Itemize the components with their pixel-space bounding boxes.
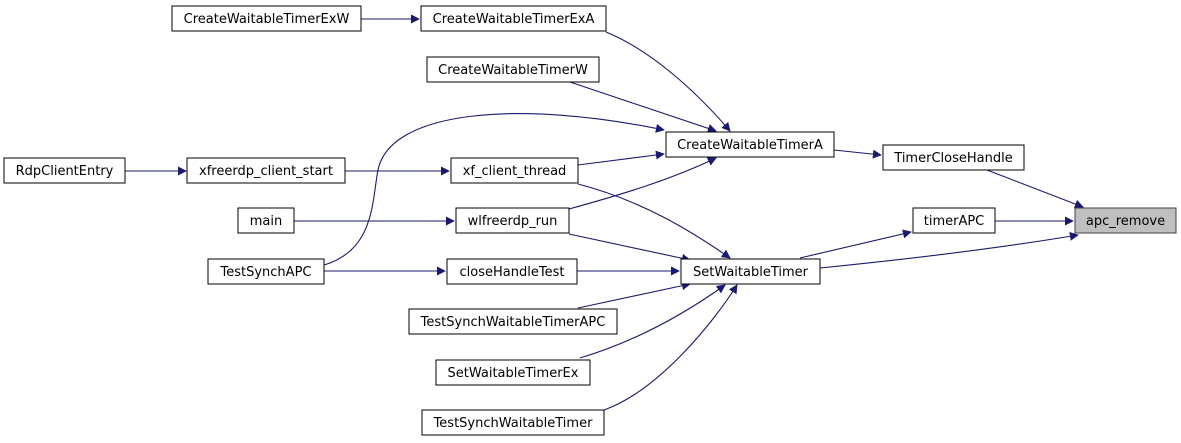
edge-wlfreerdp-run-to-createwaitabletimera (568, 157, 717, 210)
edge-xf-client-thread-to-createwaitabletimera (577, 150, 665, 166)
node-createwaitabletimerexa[interactable]: CreateWaitableTimerExA (420, 5, 607, 32)
node-timerclosehandle[interactable]: TimerCloseHandle (882, 144, 1025, 171)
edge-xf-client-thread-to-setwaitabletimer (577, 183, 731, 259)
node-label: TestSynchAPC (220, 265, 312, 280)
node-createwaitabletimera[interactable]: CreateWaitableTimerA (665, 131, 835, 158)
edge-timerclosehandle-to-apc-remove (986, 169, 1084, 209)
edge-testsynchwaitabletimerapc-to-setwaitabletimer (577, 281, 691, 309)
edge-wlfreerdp-run-to-setwaitabletimer (568, 233, 691, 263)
node-label: CreateWaitableTimerW (438, 63, 588, 78)
node-xf-client-thread[interactable]: xf_client_thread (450, 157, 579, 184)
node-timerapc[interactable]: timerAPC (912, 207, 996, 234)
node-label: TestSynchWaitableTimer (433, 416, 594, 431)
node-label: CreateWaitableTimerExA (433, 12, 595, 27)
edge-setwaitabletimerex-to-setwaitabletimer (579, 284, 726, 359)
node-label: main (250, 214, 282, 229)
node-apc-remove[interactable]: apc_remove (1074, 207, 1177, 234)
node-label: xfreerdp_client_start (199, 164, 333, 179)
node-label: SetWaitableTimer (693, 265, 809, 280)
node-label: TimerCloseHandle (893, 151, 1012, 166)
node-setwaitabletimer[interactable]: SetWaitableTimer (680, 258, 821, 285)
node-label: RdpClientEntry (16, 164, 114, 179)
edge-createwaitabletimerw-to-createwaitabletimera (569, 81, 717, 133)
node-xfreerdp-client-start[interactable]: xfreerdp_client_start (186, 157, 346, 184)
node-testsynchwaitabletimerapc[interactable]: TestSynchWaitableTimerAPC (408, 308, 618, 335)
node-createwaitabletimerexw[interactable]: CreateWaitableTimerExW (171, 5, 362, 32)
node-rdpcliententry[interactable]: RdpClientEntry (3, 157, 126, 184)
node-wlfreerdp-run[interactable]: wlfreerdp_run (455, 207, 570, 234)
edge-createwaitabletimera-to-timerclosehandle (833, 149, 882, 159)
edges (125, 14, 1084, 411)
node-label: CreateWaitableTimerExW (184, 12, 350, 27)
node-closehandletest[interactable]: closeHandleTest (446, 258, 578, 285)
node-label: closeHandleTest (460, 265, 565, 280)
node-label: apc_remove (1086, 214, 1165, 229)
node-label: CreateWaitableTimerA (677, 138, 823, 153)
node-testsynchwaitabletimer[interactable]: TestSynchWaitableTimer (421, 409, 605, 436)
node-setwaitabletimerex[interactable]: SetWaitableTimerEx (435, 359, 591, 386)
nodes: RdpClientEntry xfreerdp_client_start xf_… (3, 5, 1177, 436)
node-label: SetWaitableTimerEx (448, 366, 579, 381)
edge-testsynchwaitabletimer-to-setwaitabletimer (603, 284, 738, 411)
edge-setwaitabletimer-to-timerapc (799, 229, 912, 259)
node-label: xf_client_thread (463, 164, 567, 179)
node-main[interactable]: main (237, 207, 295, 234)
edge-testsynchapc-to-createwaitabletimera (323, 113, 665, 266)
node-createwaitabletimerw[interactable]: CreateWaitableTimerW (426, 56, 600, 83)
edge-createwaitabletimerexa-to-createwaitabletimera (605, 31, 731, 132)
edge-setwaitabletimer-to-apc-remove (819, 231, 1079, 269)
node-label: wlfreerdp_run (468, 214, 558, 229)
node-label: TestSynchWaitableTimerAPC (420, 315, 606, 330)
node-label: timerAPC (924, 214, 985, 229)
node-testsynchapc[interactable]: TestSynchAPC (207, 258, 325, 285)
